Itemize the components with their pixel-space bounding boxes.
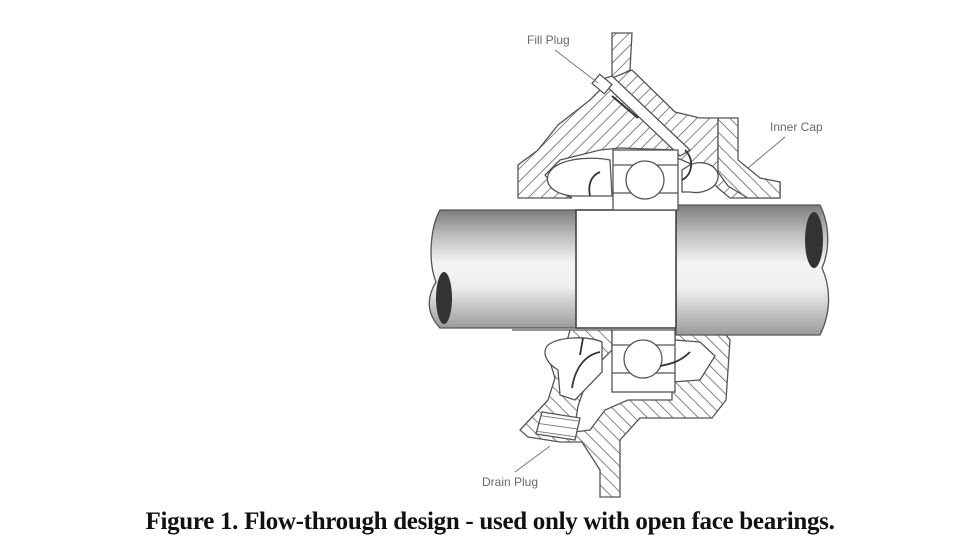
upper-housing [517, 32, 781, 199]
label-drain-plug: Drain Plug [482, 445, 551, 489]
lower-housing [512, 327, 731, 498]
upper-ball-bearing [612, 149, 679, 211]
lower-ball-bearing [611, 329, 676, 393]
svg-text:Fill Plug: Fill Plug [527, 33, 570, 47]
svg-text:Drain Plug: Drain Plug [482, 475, 538, 489]
svg-text:Inner Cap: Inner Cap [770, 120, 823, 134]
shaft [428, 204, 830, 336]
bearing-housing-diagram: Fill Plug Inner Cap Drain Plug [428, 32, 830, 498]
figure-caption: Figure 1. Flow-through design - used onl… [145, 508, 835, 535]
label-fill-plug: Fill Plug [527, 33, 599, 84]
label-inner-cap: Inner Cap [747, 120, 823, 169]
oil-flow-arrows [571, 149, 692, 389]
